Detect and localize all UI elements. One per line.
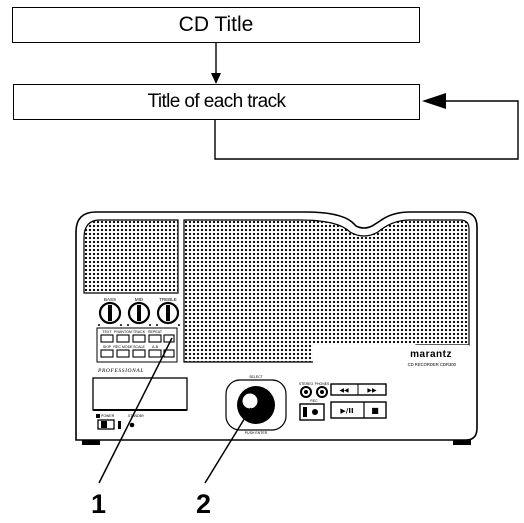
play-pause-icon: ▶/II	[340, 407, 353, 415]
play-stop-buttons	[330, 401, 387, 419]
extra-button	[163, 334, 175, 343]
forward-icon: ▶▶	[367, 387, 377, 394]
track-button	[132, 334, 146, 343]
skip-button	[100, 349, 114, 358]
select-label: SELECT	[249, 375, 263, 379]
ab-button	[148, 349, 162, 358]
brand-logo: marantz	[410, 349, 452, 360]
model-label: CD RECORDER CDR300	[408, 362, 457, 367]
cd-slot-line	[93, 409, 187, 411]
function-buttons: TEXT PHANTOM TRACK REPEAT SKIP REC MODE …	[96, 327, 178, 363]
track-button-label: TRACK	[133, 330, 146, 334]
cd-recorder-device: marantz CD RECORDER CDR300 BASS MID TREB…	[75, 211, 478, 445]
flow-loop-arrow	[214, 93, 519, 160]
phones-label: PHONES	[315, 382, 330, 386]
speaker-grille-right	[183, 219, 470, 363]
treble-label: TREBLE	[159, 297, 177, 302]
bass-label: BASS	[104, 297, 116, 302]
tone-knobs: BASS MID TREBLE	[98, 297, 180, 326]
rewind-icon: ◀◀	[339, 387, 349, 394]
mid-label: MID	[135, 297, 144, 302]
flow-arrow-down	[211, 43, 221, 84]
callout-number-1: 1	[91, 489, 107, 519]
scale-button-label: SCALE	[133, 345, 145, 349]
phantom-button-label: PHANTOM	[114, 330, 132, 334]
scale-button	[132, 349, 146, 358]
leader-line-1	[98, 337, 173, 484]
phantom-button	[116, 334, 130, 343]
leader-line-2	[204, 407, 252, 484]
ab-button-label: A-B	[152, 345, 159, 349]
device-foot-right	[453, 440, 471, 445]
stop-icon: ■	[371, 406, 379, 415]
rec-mode-button	[116, 349, 130, 358]
device-foot-left	[82, 440, 100, 445]
rec-mode-button-label: REC MODE	[113, 345, 133, 349]
brand-panel	[313, 345, 469, 369]
skip-button-label: SKIP	[103, 345, 112, 349]
power-label: POWER	[101, 414, 115, 418]
dial-grip	[241, 392, 259, 410]
push-enter-label: PUSH ENTER	[245, 431, 268, 435]
standby-led	[129, 422, 135, 428]
repeat-button-label: REPEAT	[148, 330, 163, 334]
flowchart-box-track-title: Title of each track	[13, 84, 420, 120]
cd-slot-display	[92, 377, 188, 411]
series-label: PROFESSIONAL	[97, 368, 144, 374]
repeat-button	[148, 334, 162, 343]
flowchart-box-cd-title: CD Title	[12, 7, 420, 43]
text-button	[100, 334, 114, 343]
rec-label: REC	[310, 399, 318, 403]
callout-number-2: 2	[196, 489, 212, 519]
cd-title-label: CD Title	[178, 13, 254, 36]
text-button-label: TEXT	[102, 330, 112, 334]
stereo-label: STEREO	[299, 382, 314, 386]
track-title-label: Title of each track	[147, 91, 286, 112]
standby-label: STANDBY	[128, 414, 145, 418]
speaker-grille-left	[83, 219, 179, 294]
